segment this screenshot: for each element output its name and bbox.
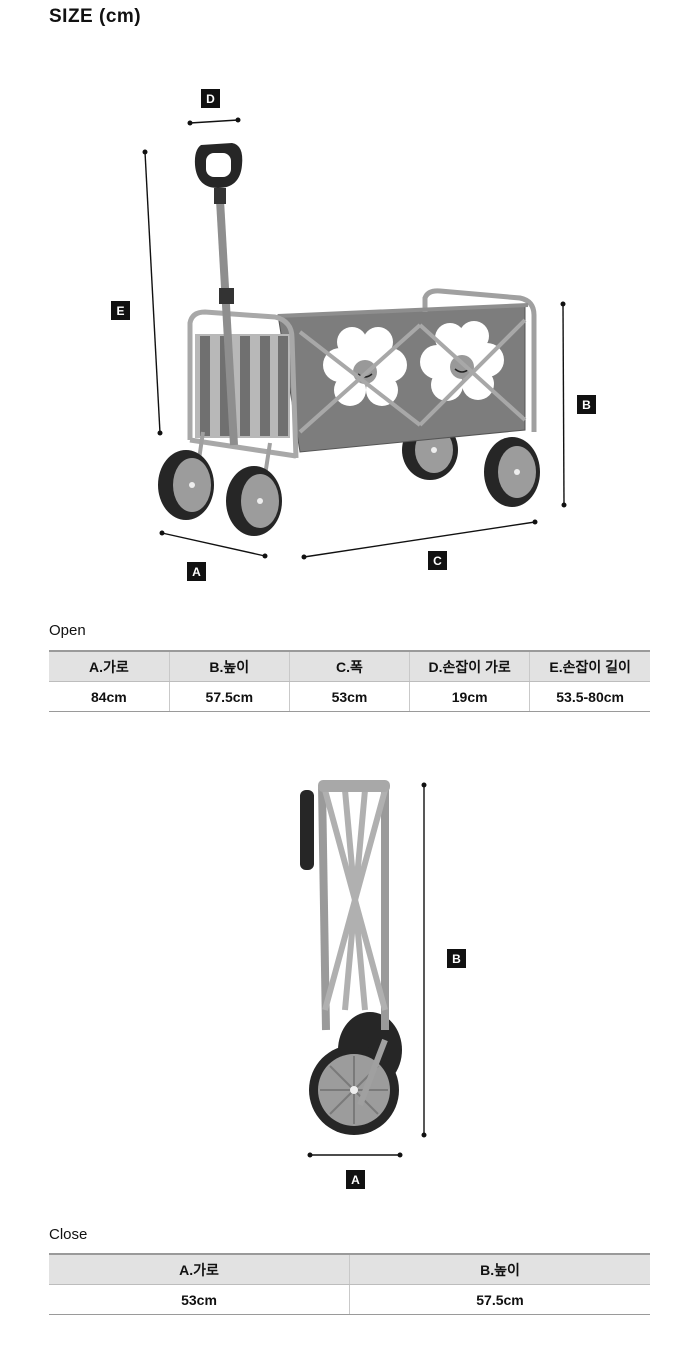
table-header-row: A.가로 B.높이 [49, 1253, 650, 1285]
value-e: 53.5-80cm [529, 681, 650, 712]
folded-wheel [309, 1045, 399, 1135]
open-section-label: Open [49, 622, 86, 639]
dimension-label-a-closed: A [351, 1173, 360, 1187]
header-a: A.가로 [49, 650, 170, 682]
open-wagon-illustration: D E B A C [111, 89, 596, 581]
front-wheel-left [158, 450, 214, 520]
header-c: C.폭 [288, 650, 410, 682]
table-row: 53cm 57.5cm [49, 1284, 650, 1315]
header-b: B.높이 [349, 1253, 650, 1285]
wagon-open [158, 143, 540, 536]
wagon-closed [300, 780, 402, 1135]
dimension-label-c: C [433, 554, 442, 568]
value-c: 53cm [288, 681, 410, 712]
dimension-d: D [187, 89, 241, 126]
header-b: B.높이 [168, 650, 290, 682]
dimension-e: E [111, 149, 163, 436]
dimension-a: A [159, 530, 268, 581]
closed-wagon-illustration: B A [300, 780, 466, 1189]
folded-handle [300, 790, 314, 870]
dimension-a-closed: A [307, 1152, 403, 1189]
dimension-b-closed: B [421, 782, 466, 1138]
value-a: 84cm [49, 681, 170, 712]
dimension-c: C [301, 519, 538, 570]
close-section-label: Close [49, 1226, 88, 1243]
dimension-label-d: D [206, 92, 215, 106]
header-e: E.손잡이 길이 [529, 650, 650, 682]
open-spec-table: A.가로 B.높이 C.폭 D.손잡이 가로 E.손잡이 길이 84cm 57.… [49, 650, 650, 712]
front-panel [195, 334, 290, 438]
dimension-b: B [560, 301, 596, 508]
dimension-label-a: A [192, 565, 201, 579]
value-d: 19cm [409, 681, 530, 712]
value-b: 57.5cm [168, 681, 290, 712]
close-spec-table: A.가로 B.높이 53cm 57.5cm [49, 1253, 650, 1315]
dimension-label-b-closed: B [452, 952, 461, 966]
dimension-label-e: E [116, 304, 124, 318]
page-title: SIZE (cm) [49, 6, 142, 27]
value-a: 53cm [49, 1284, 350, 1315]
dimension-label-b: B [582, 398, 591, 412]
pull-handle [194, 143, 243, 446]
table-header-row: A.가로 B.높이 C.폭 D.손잡이 가로 E.손잡이 길이 [49, 650, 650, 682]
header-d: D.손잡이 가로 [409, 650, 530, 682]
back-wheel-far-right [484, 437, 540, 507]
front-wheel-right [226, 466, 282, 536]
header-a: A.가로 [49, 1253, 350, 1285]
table-row: 84cm 57.5cm 53cm 19cm 53.5-80cm [49, 681, 650, 712]
value-b: 57.5cm [349, 1284, 650, 1315]
